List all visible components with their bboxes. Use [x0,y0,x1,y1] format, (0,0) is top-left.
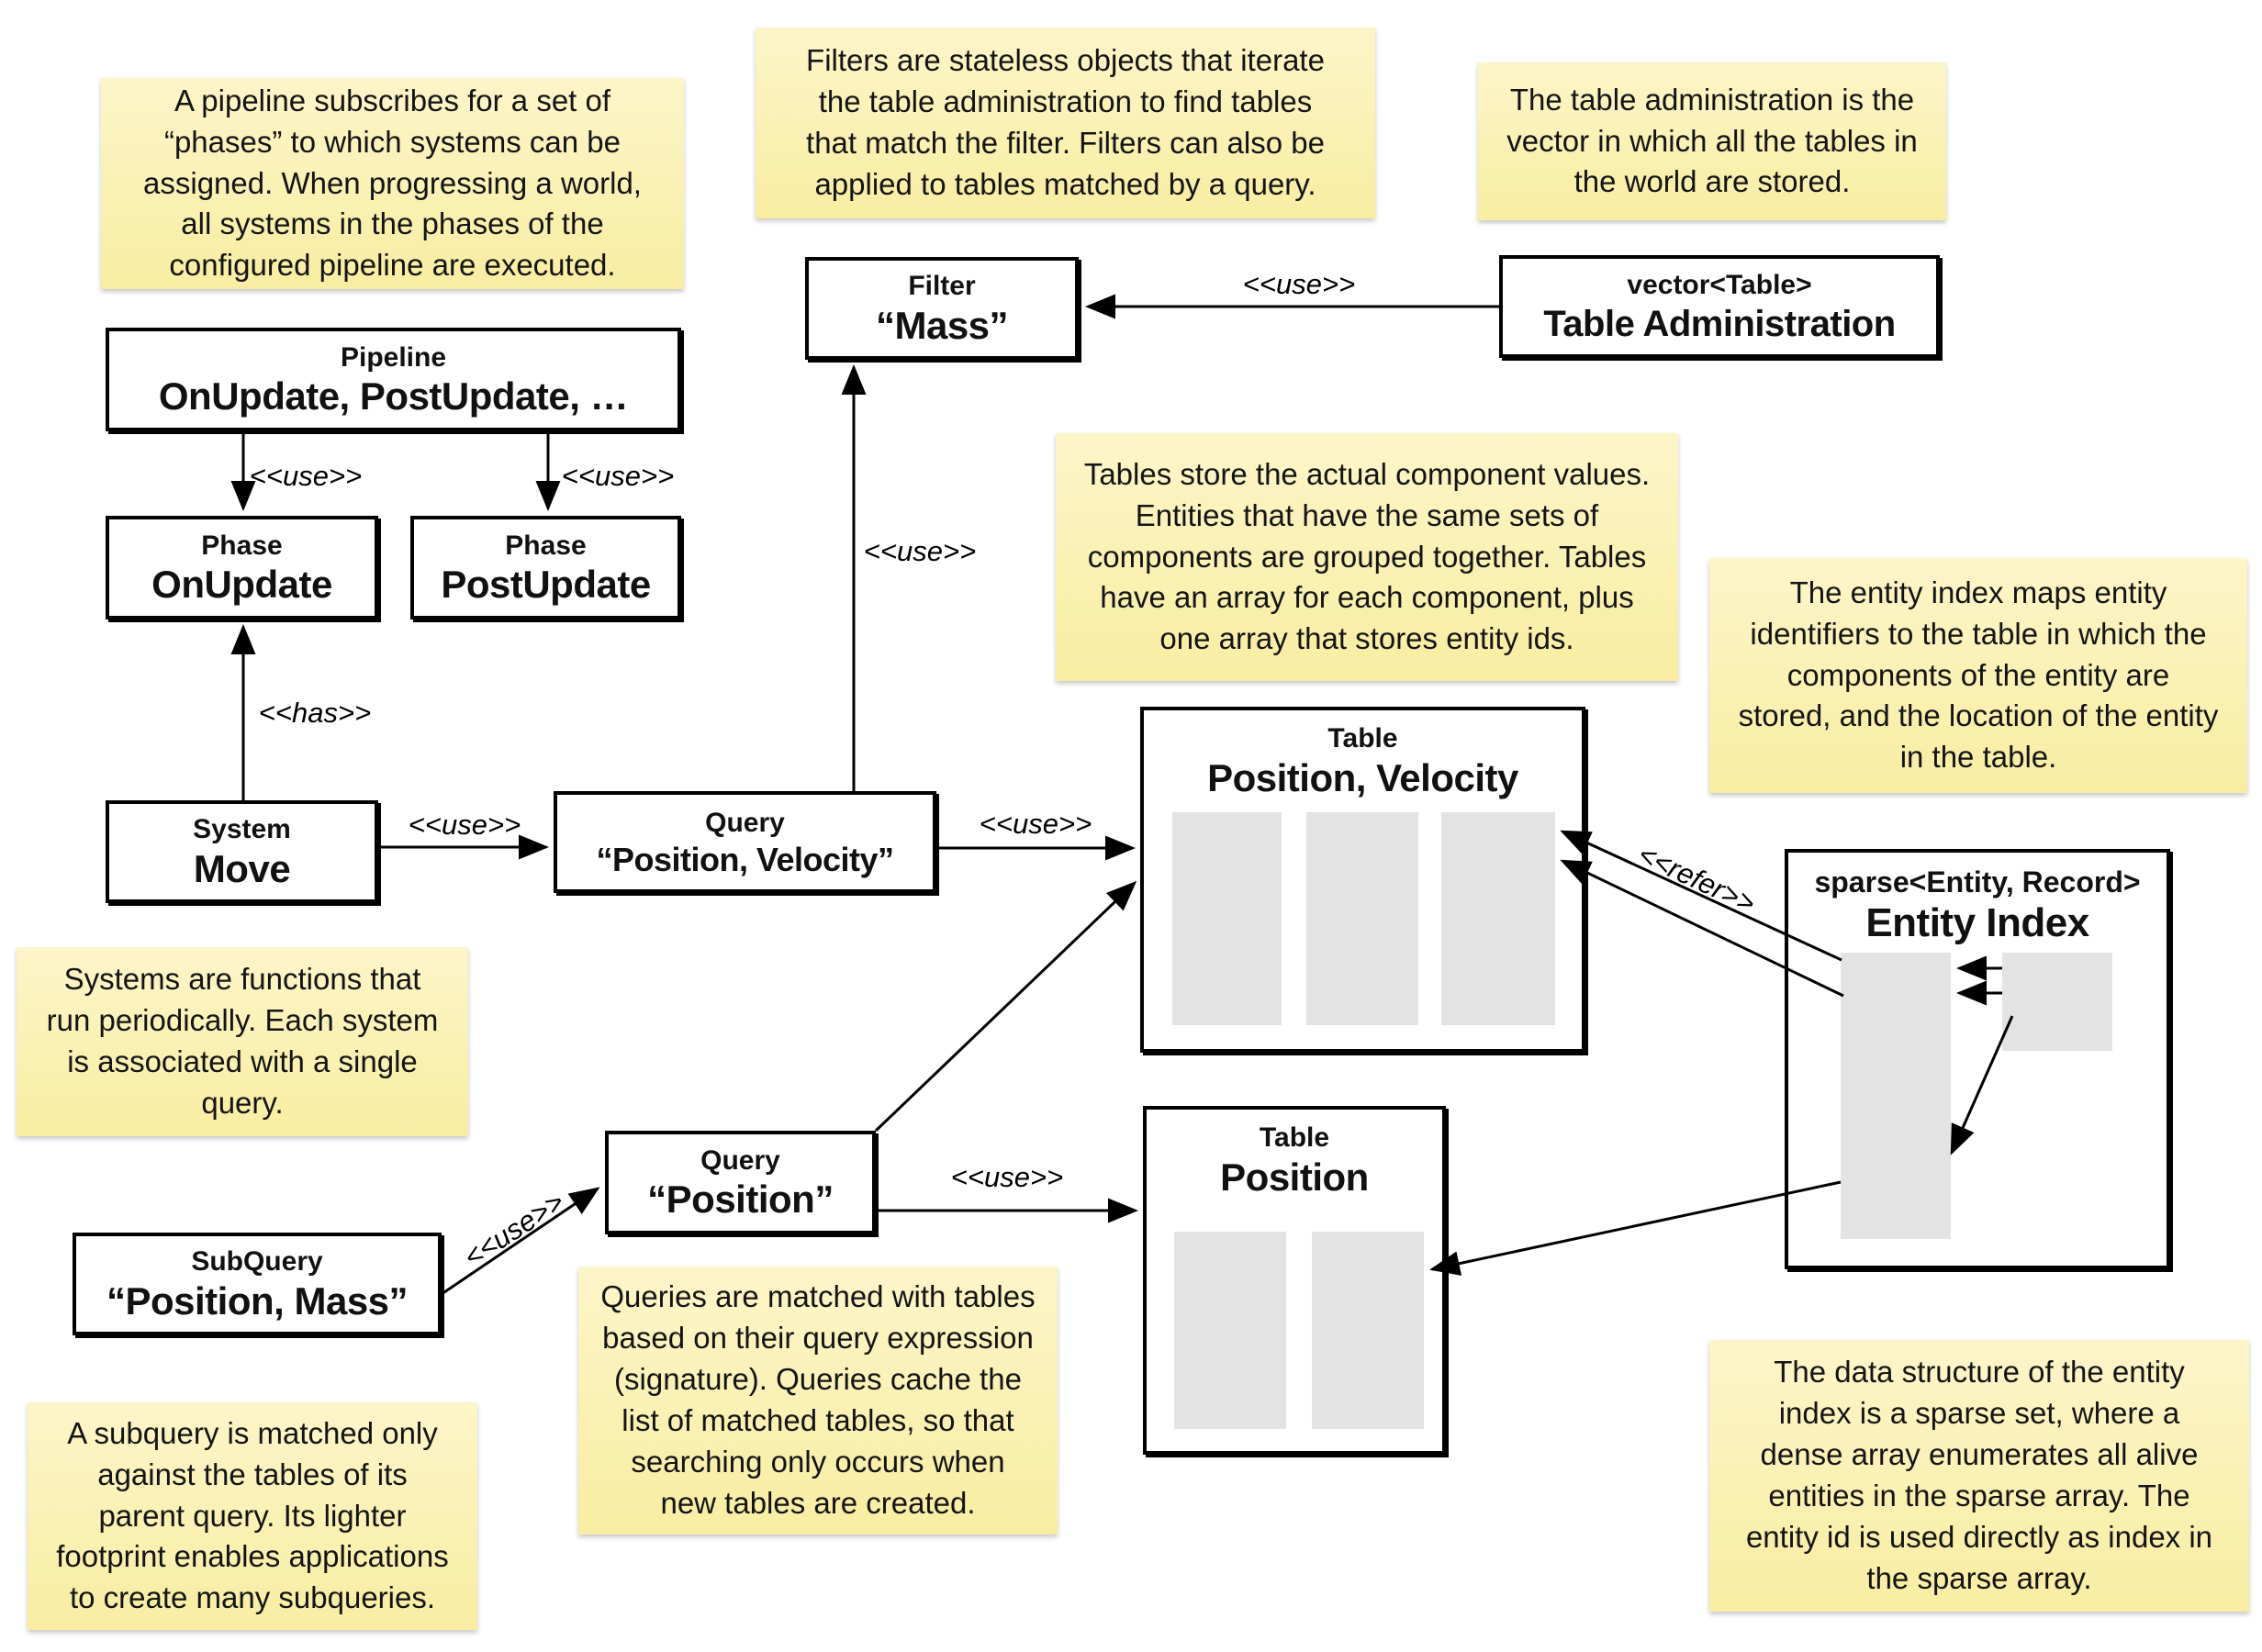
box-subquery-position-mass-title: SubQuery [191,1246,323,1278]
edge-label-use-query-tablepv: <<use>> [979,808,1092,840]
box-subquery-position-mass-subtitle: “Position, Mass” [106,1278,409,1323]
box-entity-index-title: sparse<Entity, Record> [1814,865,2141,899]
box-table-administration: vector<Table> Table Administration [1499,255,1940,358]
component-array [1174,1232,1286,1429]
box-phase-postupdate-subtitle: PostUpdate [441,563,651,607]
box-phase-onupdate-title: Phase [201,530,283,561]
note-tables: Tables store the actual component values… [1056,433,1678,681]
note-filters: Filters are stateless objects that itera… [756,28,1375,218]
entity-id-array [1441,812,1555,1025]
box-phase-onupdate: Phase OnUpdate [106,516,378,620]
note-entity-index: The entity index maps entity identifiers… [1709,558,2247,793]
box-query-position-velocity: Query “Position, Velocity” [554,791,936,893]
sparse-array [1841,953,1951,1239]
box-pipeline-title: Pipeline [340,341,447,373]
box-system-move: System Move [106,800,378,903]
box-system-move-subtitle: Move [193,846,291,890]
box-table-position-velocity-subtitle: Position, Velocity [1207,755,1518,799]
box-table-position-velocity-title: Table [1327,723,1398,753]
edge-label-use-system-query: <<use>> [408,809,521,841]
box-filter-mass-subtitle: “Mass” [875,303,1009,347]
edge-label-use-subquery-query: <<use>> [457,1185,570,1274]
box-query-position-velocity-subtitle: “Position, Velocity” [596,840,894,878]
box-phase-onupdate-subtitle: OnUpdate [151,563,332,607]
dense-array [2002,953,2112,1051]
note-queries: Queries are matched with tables based on… [578,1267,1058,1535]
box-table-position: Table Position [1143,1106,1446,1455]
box-query-position-subtitle: “Position” [647,1178,834,1222]
note-sparse-set: The data structure of the entity index i… [1709,1340,2249,1612]
edge-label-refer-entityindex-table: <<refer>> [1633,837,1761,921]
edge-label-use-tableadmin-filter: <<use>> [1242,268,1356,300]
box-table-administration-subtitle: Table Administration [1543,303,1896,344]
box-table-position-subtitle: Position [1220,1155,1369,1199]
component-array [1306,812,1418,1025]
box-phase-postupdate: Phase PostUpdate [410,516,681,620]
box-query-position: Query “Position” [605,1131,876,1234]
entity-id-array [1312,1232,1424,1429]
note-systems: Systems are functions that run periodica… [17,947,468,1136]
edge-label-has-system-phase: <<has>> [258,697,372,729]
box-filter-mass-title: Filter [908,271,976,302]
box-phase-postupdate-title: Phase [505,530,587,561]
box-filter-mass: Filter “Mass” [805,257,1079,360]
box-entity-index-subtitle: Entity Index [1865,900,2089,945]
box-table-administration-title: vector<Table> [1627,270,1812,301]
box-table-position-title: Table [1259,1122,1330,1153]
box-entity-index: sparse<Entity, Record> Entity Index [1785,849,2170,1269]
edge-label-use-query-tablep: <<use>> [950,1161,1064,1193]
note-subquery: A subquery is matched only against the t… [28,1402,477,1630]
box-table-position-velocity: Table Position, Velocity [1140,707,1585,1053]
box-subquery-position-mass: SubQuery “Position, Mass” [73,1233,442,1335]
edge-label-use-pipeline-onupdate: <<use>> [249,460,363,492]
edge-label-use-query-filter: <<use>> [863,535,977,567]
box-query-position-velocity-title: Query [705,808,785,839]
note-pipeline: A pipeline subscribes for a set of “phas… [101,78,684,289]
box-pipeline-subtitle: OnUpdate, PostUpdate, … [158,374,629,419]
box-query-position-title: Query [700,1144,780,1176]
component-array [1172,812,1282,1025]
box-pipeline: Pipeline OnUpdate, PostUpdate, … [106,328,681,431]
note-table-administration: The table administration is the vector i… [1478,62,1946,220]
edge-label-use-pipeline-postupdate: <<use>> [561,460,675,492]
box-system-move-title: System [193,814,291,845]
